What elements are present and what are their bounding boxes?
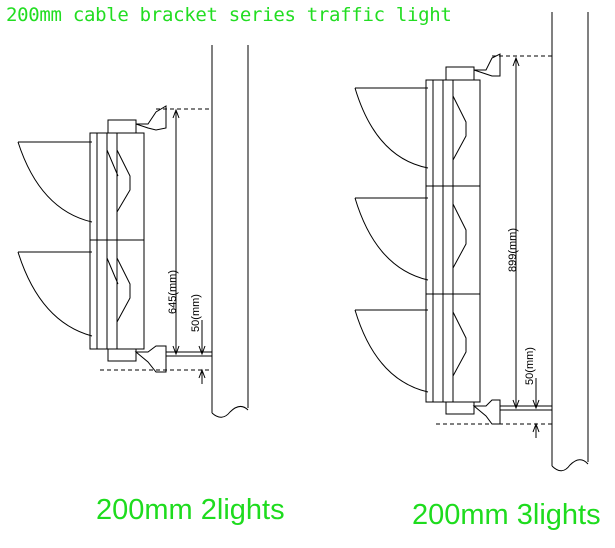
caption-three-lights: 200mm 3lights	[412, 499, 601, 531]
visor-right-1	[354, 87, 429, 169]
bracket-left-bottom	[134, 345, 212, 373]
two-light-assembly	[17, 45, 249, 418]
visor-right-3	[354, 309, 429, 393]
height-label-left: 645(mm)	[167, 270, 179, 314]
dimension-left	[100, 108, 212, 384]
dimension-right	[436, 55, 552, 438]
signal-housing-right	[425, 66, 481, 415]
diagram-title: 200mm cable bracket series traffic light	[6, 4, 452, 26]
three-light-assembly	[354, 12, 589, 472]
signal-housing-left	[89, 119, 145, 362]
bracket-right-top	[473, 53, 501, 77]
caption-two-lights: 200mm 2lights	[96, 494, 285, 526]
visor-right-2	[354, 197, 429, 281]
height-label-right: 899(mm)	[507, 228, 519, 272]
visor-left-top	[17, 141, 93, 223]
bracket-right-bottom	[472, 399, 552, 425]
bracket-label-left: 50(mm)	[190, 294, 202, 332]
visor-left-bottom	[17, 251, 93, 337]
pole-right	[551, 12, 589, 472]
bracket-left-top	[135, 105, 167, 131]
bracket-label-right: 50(mm)	[524, 347, 536, 385]
pole-left	[211, 45, 249, 418]
